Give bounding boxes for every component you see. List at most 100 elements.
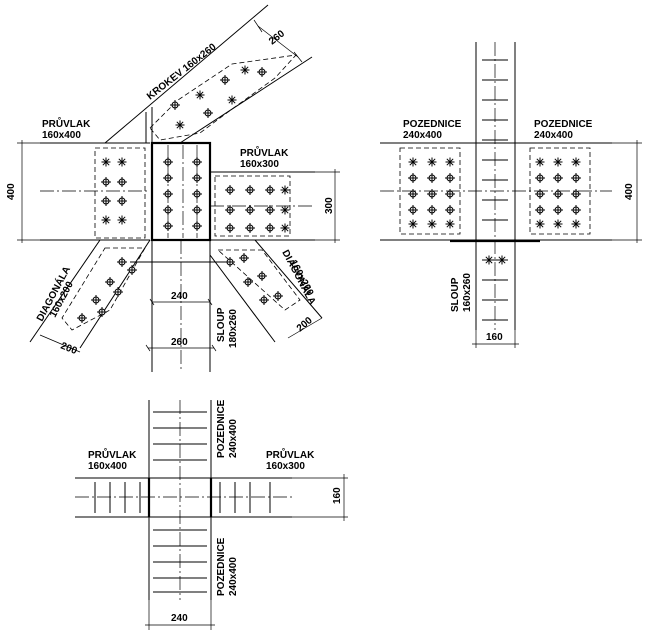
beam-c-left-size: 160x400 [88,461,127,472]
bolt [427,173,437,183]
bolt [571,189,581,199]
bolt [192,221,202,231]
dowel [240,65,250,75]
column-inner-dim: 240 [171,291,188,302]
dowel [535,157,545,167]
bolt [273,291,283,301]
beam-left-name: PRŮVLAK [42,116,91,130]
dowel [117,215,127,225]
dowel [427,219,437,229]
bolt [571,205,581,215]
purlin-b-left-name: POZEDNICE [403,119,462,130]
bolt [571,173,581,183]
beam-right-name: PRŮVLAK [240,145,289,159]
dowel [227,95,237,105]
bolt [192,189,202,199]
bolt [105,277,115,287]
purlin-c-bottom-name: POZEDNICE [216,537,227,596]
bolt [535,205,545,215]
bolt [408,189,418,199]
detail-a: KROKEV 160x260 260 PRŮVLAK 160x400 400 [6,4,340,372]
beam-left [40,142,150,241]
beam-c-right-size: 160x300 [266,461,305,472]
rafter-label: KROKEV 160x260 [145,41,219,102]
dim-height-left: 400 [6,183,17,200]
dim-400-b [612,140,642,243]
column-b [475,42,516,330]
purlin-b-left-size: 240x400 [403,130,442,141]
bolt [117,177,127,187]
purlin-c-top-size: 240x400 [228,419,239,458]
column-c [148,400,212,600]
column-b-name: SLOUP [450,277,461,312]
bolt [259,295,269,305]
dowel [280,223,290,233]
bolt [265,223,275,233]
bolt [445,189,455,199]
diag-left-dim: 200 [59,341,79,358]
beam-right-size: 160x300 [240,159,279,170]
dowel [101,157,111,167]
detail-b: POZEDNICE 240x400 POZEDNICE 240x400 400 … [380,42,642,348]
purlin-b-right-name: POZEDNICE [534,119,593,130]
bolt [192,157,202,167]
dowel [280,205,290,215]
diagonal-right [209,239,323,343]
bolt [101,196,111,206]
bolt [553,205,563,215]
bolt [192,173,202,183]
column-outer-dim: 260 [171,337,188,348]
bolt [427,205,437,215]
dowel [101,215,111,225]
bolt [225,185,235,195]
dim-160-c [292,474,348,521]
dim-160-b [472,330,519,348]
dowel [497,255,507,265]
dim-400-left [17,140,40,243]
column-size: 180x260 [228,309,239,348]
column-b-size: 160x260 [462,273,473,312]
bolt [257,67,267,77]
beam-left-size: 160x400 [42,130,81,141]
bolt [203,108,213,118]
bolt [225,205,235,215]
rafter [104,4,313,144]
bolt [97,307,107,317]
bolt [445,173,455,183]
bolt [192,205,202,215]
bolt [163,189,173,199]
bolt [101,177,111,187]
rafter-dim: 260 [267,28,287,47]
bolt [445,205,455,215]
bolt [117,257,127,267]
bolt [77,313,87,323]
bolt [553,173,563,183]
bolt [117,196,127,206]
bolt [113,287,123,297]
dowel [571,219,581,229]
purlin-c-top-name: POZEDNICE [216,399,227,458]
bolt [245,223,255,233]
bolt [265,185,275,195]
dowel [427,157,437,167]
bolt [257,271,267,281]
bolt [220,75,230,85]
diag-right-dim: 200 [295,315,315,334]
dowel [535,219,545,229]
beam-right [210,171,315,241]
beam-c-left-name: PRŮVLAK [88,447,137,461]
bolt [127,265,137,275]
bolt [170,100,180,110]
bolt [408,205,418,215]
dowel [408,219,418,229]
dowel [445,157,455,167]
beam-c-right-name: PRŮVLAK [266,447,315,461]
bolt [163,205,173,215]
purlin-c-bottom-size: 240x400 [228,557,239,596]
bolt [245,205,255,215]
dowel [553,219,563,229]
bolt [535,173,545,183]
dowel [280,185,290,195]
dowel [117,157,127,167]
